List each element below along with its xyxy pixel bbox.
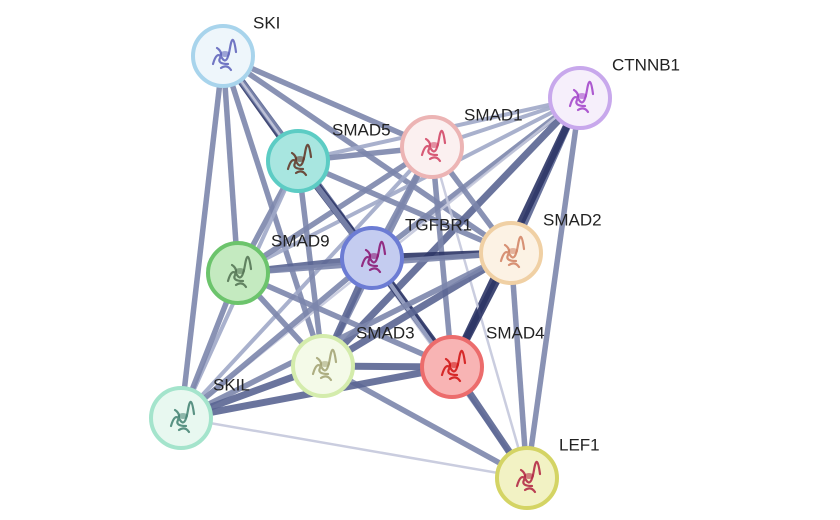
protein-structure-icon bbox=[169, 400, 196, 434]
node-ctnnb1[interactable]: CTNNB1 bbox=[548, 55, 680, 130]
protein-structure-icon bbox=[440, 349, 467, 383]
protein-structure-icon bbox=[311, 348, 338, 382]
node-label-smad9: SMAD9 bbox=[271, 231, 330, 250]
node-smad2[interactable]: SMAD2 bbox=[479, 210, 602, 285]
protein-structure-icon bbox=[360, 240, 387, 274]
protein-structure-icon bbox=[577, 93, 587, 99]
edge-ski-smad9[interactable] bbox=[220, 55, 241, 274]
protein-structure-icon bbox=[429, 142, 439, 148]
protein-structure-icon bbox=[515, 460, 542, 494]
node-smad9[interactable]: SMAD9 bbox=[206, 231, 330, 305]
protein-structure-icon bbox=[508, 248, 518, 254]
node-lef1[interactable]: LEF1 bbox=[495, 435, 600, 510]
node-label-smad4: SMAD4 bbox=[486, 323, 545, 342]
node-smad1[interactable]: SMAD1 bbox=[400, 105, 523, 179]
node-label-skil: SKIL bbox=[213, 375, 250, 394]
protein-structure-icon bbox=[568, 80, 595, 114]
protein-structure-icon bbox=[449, 362, 459, 368]
protein-structure-icon bbox=[295, 156, 305, 162]
protein-structure-icon bbox=[286, 143, 313, 177]
edge-smad2-skil[interactable] bbox=[179, 250, 513, 421]
node-smad5[interactable]: SMAD5 bbox=[266, 120, 391, 193]
edge-smad2-lef1[interactable] bbox=[508, 252, 530, 479]
protein-structure-icon bbox=[211, 38, 238, 72]
node-label-ski: SKI bbox=[253, 13, 280, 32]
protein-structure-icon bbox=[220, 51, 230, 57]
protein-structure-icon bbox=[499, 235, 526, 269]
protein-structure-icon bbox=[369, 253, 379, 259]
node-label-ctnnb1: CTNNB1 bbox=[612, 55, 680, 74]
edge-skil-lef1[interactable] bbox=[180, 416, 528, 480]
edge-ctnnb1-smad3[interactable] bbox=[320, 95, 583, 369]
node-skil[interactable]: SKIL bbox=[149, 375, 250, 450]
node-smad4[interactable]: SMAD4 bbox=[420, 323, 545, 399]
node-label-lef1: LEF1 bbox=[559, 435, 600, 454]
protein-structure-icon bbox=[320, 361, 330, 367]
node-ski[interactable]: SKI bbox=[191, 13, 280, 88]
protein-structure-icon bbox=[226, 255, 253, 289]
edge-ski-skil[interactable] bbox=[178, 55, 226, 419]
protein-structure-icon bbox=[524, 473, 534, 479]
protein-structure-icon bbox=[178, 413, 188, 419]
protein-structure-icon bbox=[235, 268, 245, 274]
edge-tgfbr1-skil[interactable] bbox=[179, 255, 374, 421]
edge-ski-smad1[interactable] bbox=[221, 53, 434, 150]
protein-structure-icon bbox=[420, 129, 447, 163]
edge-smad9-smad4[interactable] bbox=[236, 270, 454, 370]
node-label-smad2: SMAD2 bbox=[543, 210, 602, 229]
node-smad3[interactable]: SMAD3 bbox=[291, 323, 415, 398]
edges-layer bbox=[178, 53, 584, 481]
node-label-smad5: SMAD5 bbox=[332, 120, 391, 139]
node-label-tgfbr1: TGFBR1 bbox=[405, 215, 472, 234]
edge-ctnnb1-lef1[interactable] bbox=[524, 97, 583, 479]
edge-smad2-smad3[interactable] bbox=[321, 250, 513, 369]
edge-smad1-skil[interactable] bbox=[179, 145, 434, 420]
edge-smad5-smad2[interactable] bbox=[296, 158, 513, 256]
node-tgfbr1[interactable]: TGFBR1 bbox=[340, 215, 472, 290]
node-label-smad3: SMAD3 bbox=[356, 323, 415, 342]
node-label-smad1: SMAD1 bbox=[464, 105, 523, 124]
